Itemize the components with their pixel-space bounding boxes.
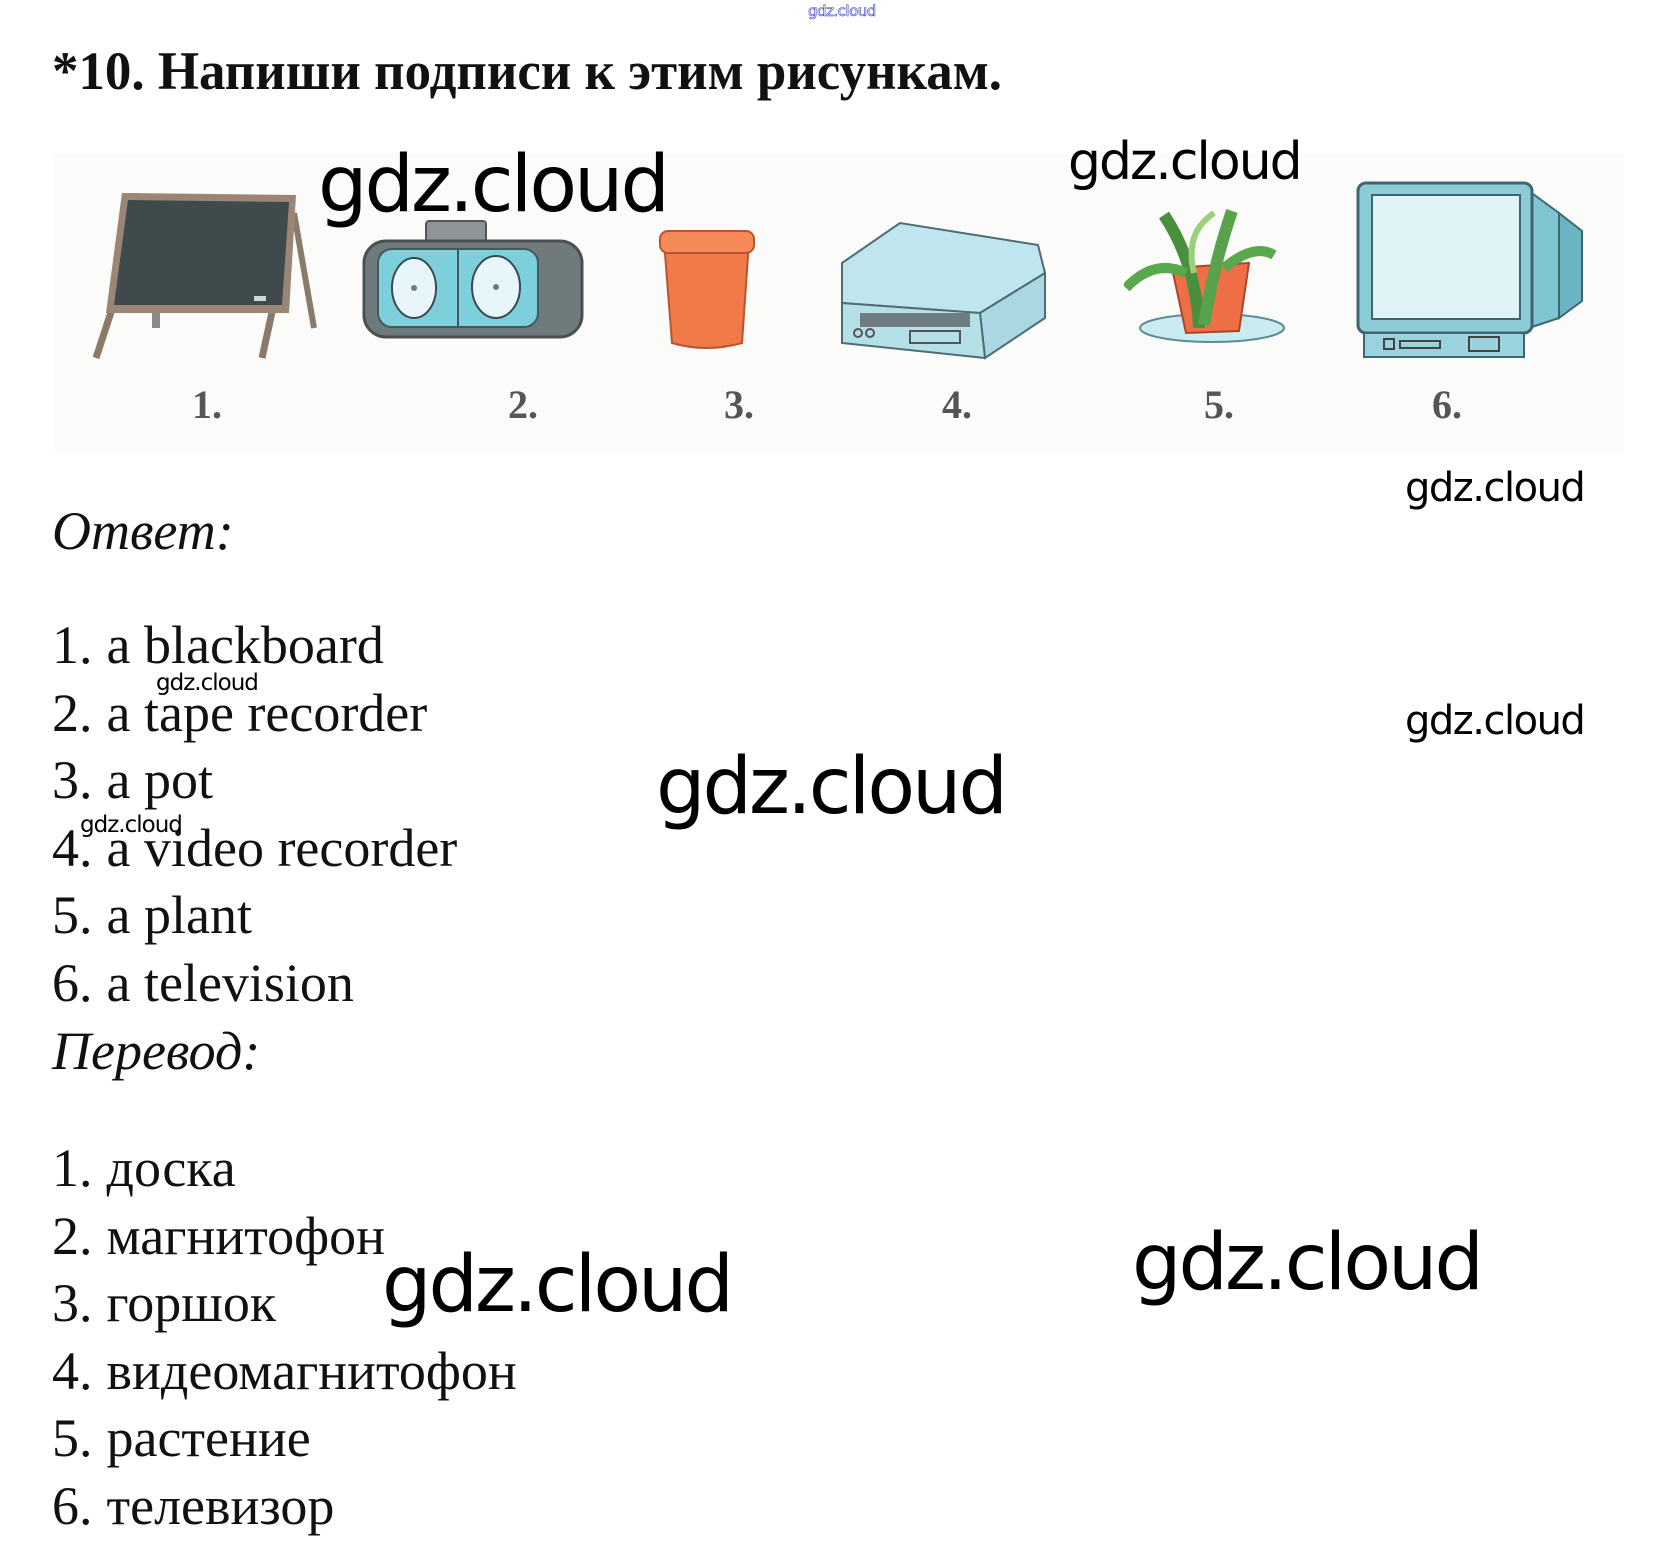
watermark: gdz.cloud (1405, 698, 1586, 744)
item-number: 3. (52, 1273, 93, 1333)
item-number: 6. (52, 952, 93, 1013)
list-item: 5.растение (52, 1405, 517, 1473)
item-text: a tape recorder (106, 682, 428, 743)
list-item: 3.a pot (52, 747, 457, 815)
list-item: 5.a plant (52, 882, 457, 950)
pot-icon (659, 230, 755, 349)
top-watermark: gdz.cloud (808, 2, 877, 21)
watermark: gdz.cloud (1132, 1218, 1484, 1308)
list-item: 4.a video recorder (52, 815, 457, 883)
item-text: видеомагнитофон (106, 1340, 517, 1401)
figure-number: 4. (942, 382, 972, 427)
item-text: растение (106, 1408, 311, 1468)
item-number: 2. (52, 682, 93, 743)
item-number: 4. (52, 817, 93, 878)
watermark: gdz.cloud (318, 140, 670, 230)
figure-4: 4. (840, 153, 1070, 453)
item-text: a video recorder (106, 817, 458, 878)
item-text: горшок (106, 1273, 277, 1333)
list-item: 6.телевизор (52, 1473, 517, 1541)
watermark: gdz.cloud (1068, 132, 1303, 192)
figure-3: 3. (654, 153, 764, 453)
translation-list: 1.доска 2.магнитофон 3.горшок 4.видеомаг… (52, 1135, 517, 1540)
list-item: 4.видеомагнитофон (52, 1338, 517, 1406)
list-item: 1.доска (52, 1135, 517, 1203)
figure-1: 1. (84, 153, 324, 453)
answer-heading: Ответ: (52, 501, 234, 561)
watermark: gdz.cloud (80, 812, 183, 838)
item-number: 1. (52, 1138, 93, 1198)
tape-recorder-icon (362, 220, 584, 339)
item-text: доска (106, 1138, 236, 1198)
answer-list: 1.a blackboard 2.a tape recorder 3.a pot… (52, 612, 457, 1017)
watermark: gdz.cloud (1405, 465, 1586, 511)
figure-strip: 1. 2. 3. (54, 153, 1624, 453)
item-number: 4. (52, 1340, 93, 1401)
figure-6: 6. (1354, 153, 1594, 453)
video-recorder-icon (841, 221, 1047, 360)
item-text: a blackboard (106, 615, 384, 675)
item-number: 5. (52, 1408, 93, 1468)
item-number: 1. (52, 615, 93, 675)
item-number: 2. (52, 1205, 93, 1266)
item-number: 6. (52, 1475, 93, 1536)
figure-5: 5. (1124, 153, 1304, 453)
watermark: gdz.cloud (656, 742, 1008, 832)
plant-icon (1124, 209, 1285, 343)
figure-number: 1. (192, 382, 222, 427)
figure-number: 2. (508, 382, 538, 427)
figure-2: 2. (356, 153, 586, 453)
item-number: 3. (52, 750, 93, 810)
television-icon (1356, 181, 1583, 358)
figure-number: 5. (1204, 382, 1234, 427)
exercise-title: *10. Напиши подписи к этим рисункам. (52, 41, 1002, 101)
list-item: 1.a blackboard (52, 612, 457, 680)
list-item: 6.a television (52, 950, 457, 1018)
blackboard-icon (92, 193, 317, 360)
item-text: магнитофон (106, 1205, 386, 1266)
translation-heading: Перевод: (52, 1021, 261, 1081)
watermark: gdz.cloud (156, 670, 259, 696)
item-text: a television (106, 952, 354, 1013)
item-text: a plant (106, 885, 252, 945)
item-text: телевизор (106, 1475, 335, 1536)
figure-number: 6. (1432, 382, 1462, 427)
item-number: 5. (52, 885, 93, 945)
list-item: 2.магнитофон (52, 1203, 517, 1271)
item-text: a pot (106, 750, 213, 810)
figure-number: 3. (724, 382, 754, 427)
list-item: 3.горшок (52, 1270, 517, 1338)
watermark: gdz.cloud (382, 1240, 734, 1330)
list-item: 2.a tape recorder (52, 680, 457, 748)
